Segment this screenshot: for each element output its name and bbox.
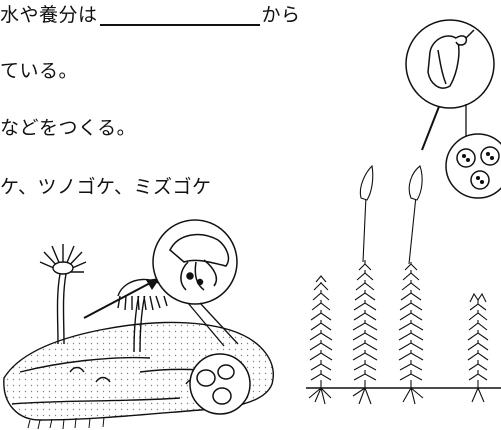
liverwort-arrow (83, 278, 160, 319)
moss-plant-2 (352, 164, 378, 405)
moss-plant-4 (467, 292, 489, 403)
text-line-1-after: から (261, 4, 301, 26)
text-line-3: などをつくる。 (0, 117, 137, 139)
answer-blank[interactable] (99, 2, 260, 26)
liverwort-spore-circle (189, 353, 251, 415)
moss-plant-3 (398, 165, 424, 405)
text-line-2: ている。 (0, 60, 79, 82)
liverwort-connector-2 (199, 302, 239, 345)
liverwort-magnified-circle (152, 219, 238, 305)
moss-capsule-circle (405, 19, 495, 109)
liverwort-connector-1 (187, 302, 225, 347)
moss-spore-circle (445, 133, 501, 199)
text-line-4: ケ、ツノゴケ、ミズゴケ (0, 176, 212, 198)
text-line-1: 水や養分は から (0, 2, 301, 26)
moss-plant-1 (308, 275, 333, 405)
text-line-1-before: 水や養分は (0, 4, 98, 26)
